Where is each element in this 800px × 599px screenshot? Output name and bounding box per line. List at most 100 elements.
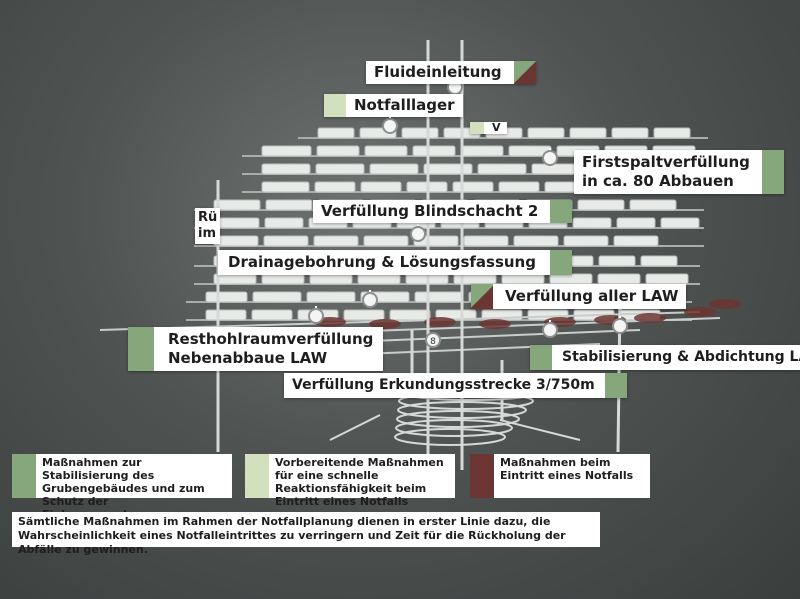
storage-chamber: [252, 291, 302, 303]
storage-chamber: [549, 273, 593, 285]
storage-chamber: [413, 235, 459, 247]
category-swatch: [324, 94, 346, 117]
storage-chamber: [316, 145, 360, 157]
emergency-chamber: [709, 299, 741, 309]
storage-chamber: [213, 273, 257, 285]
storage-chamber: [205, 309, 247, 321]
ramp: [499, 419, 581, 441]
callout-firstspaltverfuellung: Firstspaltverfüllung in ca. 80 Abbauen: [574, 150, 784, 194]
storage-chamber: [264, 217, 304, 229]
emergency-chamber: [684, 307, 716, 317]
storage-chamber: [501, 273, 545, 285]
category-swatch: [549, 250, 572, 275]
legend-stabilisierung: Maßnahmen zur Stabilisierung des Grubeng…: [12, 454, 232, 521]
callout-line-1: Rü: [198, 210, 218, 225]
storage-chamber: [364, 145, 408, 157]
marker-number: 8: [430, 337, 436, 347]
callout-erkundungsstrecke: Verfüllung Erkundungsstrecke 3/750m: [284, 373, 627, 398]
callout-drainagebohrung: Drainagebohrung & Lösungsfassung: [218, 250, 572, 275]
spiral-turn: [395, 419, 513, 437]
storage-chamber: [616, 217, 656, 229]
callout-label: Fluideinleitung: [374, 63, 502, 81]
storage-chamber: [363, 235, 409, 247]
storage-chamber: [306, 291, 356, 303]
storage-chamber: [629, 199, 677, 211]
storage-chamber: [463, 235, 509, 247]
storage-chamber: [343, 309, 385, 321]
category-swatch: [530, 345, 552, 370]
storage-chamber: [313, 235, 359, 247]
storage-chamber: [360, 181, 402, 193]
location-marker: [542, 322, 558, 338]
callout-label: Verfüllung aller LAW: [505, 287, 679, 305]
callout-line-2: Nebenabbaue LAW: [168, 349, 328, 367]
storage-chamber: [261, 145, 312, 157]
storage-chamber: [251, 309, 293, 321]
storage-chamber: [460, 145, 504, 157]
location-marker: [425, 332, 441, 348]
legend-notfall: Maßnahmen beim Eintritt eines Notfalls: [470, 454, 650, 498]
location-marker: [308, 308, 324, 324]
legend-vorbereitend: Vorbereitende Maßnahmen für eine schnell…: [245, 454, 455, 508]
storage-chamber: [477, 163, 527, 175]
storage-chamber: [423, 163, 473, 175]
location-marker: [362, 292, 378, 308]
category-swatch: [128, 327, 154, 371]
callout-label: Drainagebohrung & Lösungsfassung: [228, 253, 536, 271]
storage-chamber: [401, 127, 439, 139]
storage-chamber: [315, 163, 365, 175]
storage-chamber: [205, 291, 248, 303]
legend-text: Vorbereitende Maßnahmen für eine schnell…: [275, 456, 444, 508]
callout-label: Stabilisierung & Abdichtung LAW: [562, 349, 800, 365]
storage-chamber: [498, 181, 540, 193]
spiral-turn: [397, 401, 527, 419]
level-gallery: [242, 173, 710, 175]
storage-chamber: [389, 309, 431, 321]
location-marker: [382, 118, 398, 134]
callout-notfalllager: Notfalllager: [324, 94, 463, 117]
emergency-chamber: [634, 313, 666, 323]
legend-swatch: [245, 454, 269, 498]
storage-chamber: [261, 181, 310, 193]
callout-resthohlraum: Resthohlraumverfüllung Nebenabbaue LAW: [128, 327, 384, 371]
footnote: Sämtliche Maßnahmen im Rahmen der Notfal…: [12, 512, 600, 556]
callout-label: Verfüllung Blindschacht 2: [321, 202, 539, 220]
callout-stabilisierung: Stabilisierung & Abdichtung LAW: [530, 345, 800, 370]
spiral-turn: [396, 410, 520, 428]
category-swatch: [761, 150, 784, 194]
legend-swatch: [470, 454, 494, 498]
storage-chamber: [261, 163, 311, 175]
callout-label: V: [492, 121, 501, 134]
storage-chamber: [611, 127, 649, 139]
legend-text: Maßnahmen beim Eintritt eines Notfalls: [500, 456, 634, 482]
callout-partial-left: Rü im: [195, 208, 221, 244]
storage-chamber: [598, 255, 636, 267]
storage-chamber: [577, 199, 625, 211]
legend-swatch: [12, 454, 36, 498]
spiral-turn: [394, 428, 506, 446]
emergency-chamber: [369, 319, 401, 329]
storage-chamber: [412, 145, 456, 157]
storage-chamber: [569, 127, 607, 139]
storage-chamber: [414, 291, 464, 303]
legend-text: Maßnahmen zur Stabilisierung des Grubeng…: [42, 456, 205, 521]
storage-chamber: [563, 235, 609, 247]
callout-label: Verfüllung Erkundungsstrecke 3/750m: [292, 377, 595, 393]
storage-chamber: [597, 273, 641, 285]
storage-chamber: [640, 255, 678, 267]
storage-chamber: [213, 217, 260, 229]
storage-chamber: [613, 235, 659, 247]
category-swatch: [470, 122, 484, 134]
storage-chamber: [513, 235, 559, 247]
callout-partial-top: V: [470, 122, 507, 134]
callout-line-1: Firstspaltverfüllung: [582, 153, 750, 171]
category-swatch: [471, 284, 493, 309]
category-swatch: [604, 373, 627, 398]
ramp: [329, 414, 381, 441]
location-marker: [612, 318, 628, 334]
callout-fluideinleitung: Fluideinleitung: [366, 61, 536, 84]
location-marker: [410, 226, 426, 242]
storage-chamber: [263, 235, 309, 247]
callout-label: Notfalllager: [354, 96, 455, 114]
storage-chamber: [453, 273, 497, 285]
